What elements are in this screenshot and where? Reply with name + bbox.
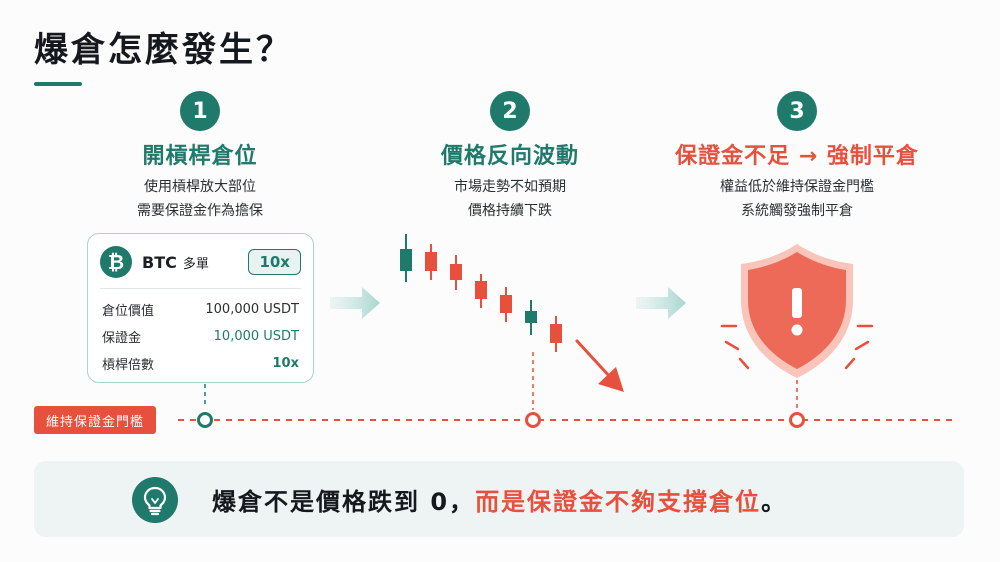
candle-down — [425, 244, 437, 280]
threshold-marker — [525, 412, 541, 428]
card-row-value: 10,000 USDT — [213, 328, 299, 344]
threshold-label: 維持保證金門檻 — [34, 406, 157, 434]
card-row-value: 100,000 USDT — [205, 301, 299, 317]
step-3-number: 3 — [777, 91, 817, 131]
step-3-desc-line-1: 權益低於維持保證金門檻 — [720, 179, 874, 195]
candle-up — [525, 300, 537, 335]
threshold-marker — [789, 412, 805, 428]
step-2-desc: 市場走勢不如預期 價格持續下跌 — [360, 175, 660, 223]
callout-text: 爆倉不是價格跌到 0， 而是保證金不夠支撐倉位 。 — [212, 461, 787, 537]
position-card-header: ₿ BTC 多單 10x — [100, 244, 301, 280]
card-row-label: 槓桿倍數 — [102, 357, 155, 373]
step-3-desc: 權益低於維持保證金門檻 系統觸發強制平倉 — [647, 175, 947, 223]
title-underline — [34, 82, 82, 86]
candle-up — [400, 234, 412, 282]
position-asset: BTC — [142, 252, 177, 272]
position-card: ₿ BTC 多單 10x 倉位價值 100,000 USDT 保證金 10,00… — [87, 233, 314, 383]
card-row-label: 倉位價值 — [102, 303, 155, 319]
leverage-badge: 10x — [248, 249, 301, 275]
candle-down — [500, 287, 512, 322]
position-side: 多單 — [182, 256, 209, 272]
step-1-title: 開槓桿倉位 — [142, 144, 258, 169]
step-1-desc: 使用槓桿放大部位 需要保證金作為擔保 — [50, 175, 350, 223]
card-row-label: 保證金 — [102, 330, 142, 346]
lightbulb-icon — [132, 477, 178, 523]
card-row-margin: 保證金 10,000 USDT — [102, 325, 299, 347]
candle-down — [450, 255, 462, 290]
btc-icon: ₿ — [100, 246, 132, 278]
page-title: 爆倉怎麼發生？ — [34, 30, 293, 70]
step-2-number: 2 — [490, 91, 530, 131]
arrow-right-icon — [330, 287, 380, 319]
step-2-desc-line-1: 市場走勢不如預期 — [454, 179, 566, 195]
card-row-position-value: 倉位價值 100,000 USDT — [102, 298, 299, 320]
callout-end: 。 — [761, 487, 788, 516]
step-3-desc-line-2: 系統觸發強制平倉 — [741, 203, 853, 219]
step-1-number: 1 — [180, 91, 220, 131]
card-row-value: 10x — [272, 355, 299, 371]
candle-down — [550, 316, 562, 352]
step-1-desc-line-1: 使用槓桿放大部位 — [144, 179, 256, 195]
step-2-desc-line-2: 價格持續下跌 — [468, 203, 552, 219]
shield-alert-icon — [720, 244, 874, 378]
candle-down — [475, 274, 487, 308]
callout-part-2: 而是保證金不夠支撐倉位 — [475, 487, 762, 516]
step-2-title: 價格反向波動 — [440, 144, 579, 169]
card-divider — [100, 288, 301, 289]
trend-down-arrow-icon — [575, 339, 624, 392]
step-1-desc-line-2: 需要保證金作為擔保 — [137, 203, 263, 219]
threshold-marker — [197, 412, 213, 428]
callout-box: 爆倉不是價格跌到 0， 而是保證金不夠支撐倉位 。 — [34, 461, 964, 537]
candlestick-chart — [400, 234, 562, 352]
step-3-title: 保證金不足 → 強制平倉 — [675, 144, 919, 169]
card-row-leverage: 槓桿倍數 10x — [102, 352, 299, 374]
arrow-right-icon — [636, 287, 686, 319]
callout-part-1: 爆倉不是價格跌到 0， — [212, 487, 476, 516]
